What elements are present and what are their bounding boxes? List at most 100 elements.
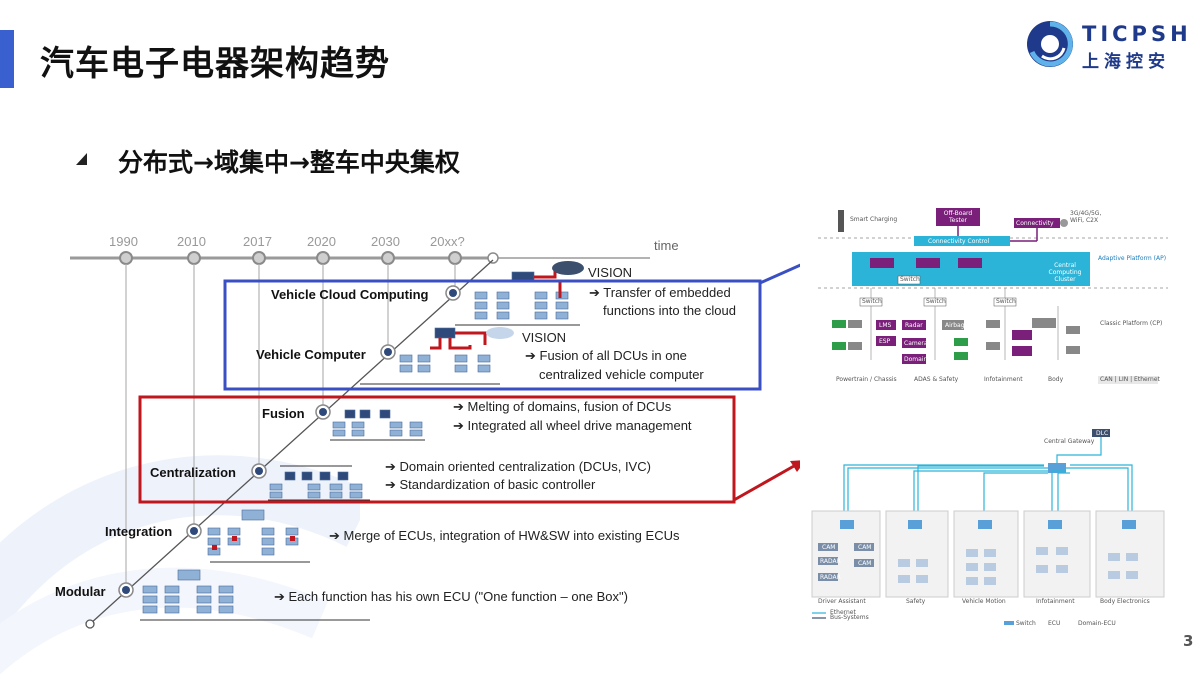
switch-label: Switch <box>996 298 1016 305</box>
page-title: 汽车电子电器架构趋势 <box>40 44 390 84</box>
stage-description: centralized vehicle computer <box>539 367 704 382</box>
stage-description: ➔ Transfer of embedded <box>589 285 731 300</box>
connectivity-control-bar <box>914 236 1010 246</box>
module-label: Airbag <box>945 322 965 329</box>
domain-label: Safety <box>906 598 926 605</box>
sensor-boxes <box>818 543 874 581</box>
antenna-icon <box>1060 219 1068 227</box>
red-arrow-line <box>733 464 795 502</box>
module-label: Radar <box>905 322 923 329</box>
bullet-triangle-icon <box>76 153 87 165</box>
switch-label: Switch <box>900 276 920 283</box>
year-label: 2030 <box>371 234 400 249</box>
vehicle-computer-red-links <box>430 331 487 350</box>
architecture-evolution-diagram <box>70 251 800 629</box>
central-cluster-label: Central Computing Cluster <box>1048 262 1082 283</box>
stage-label: Centralization <box>150 465 236 480</box>
sensor-label: CAM <box>822 544 836 551</box>
stage-label: Vehicle Computer <box>256 347 366 362</box>
domain-label: Body Electronics <box>1100 598 1150 605</box>
module-label: ESP <box>879 338 891 345</box>
sensor-label: RADAR <box>820 558 841 565</box>
blue-arrow-line <box>759 263 800 285</box>
legend-item-label: Switch <box>1016 620 1036 627</box>
vision-label: VISION <box>588 265 633 280</box>
stage-markers <box>118 285 461 598</box>
year-label: 2020 <box>307 234 336 249</box>
ecu-boxes <box>898 547 1138 585</box>
legend-item-label: ECU <box>1048 620 1061 627</box>
ecu-cluster-centralization <box>269 471 363 499</box>
stage-description: ➔ Each function has his own ECU ("One fu… <box>274 589 628 604</box>
domain-label: Infotainment <box>1036 598 1075 605</box>
charging-station-icon <box>838 210 844 232</box>
sensor-label: CAM <box>858 560 872 567</box>
ethernet-lines <box>843 437 1133 520</box>
legend-line-label: Bus-Systems <box>830 614 869 621</box>
year-label: 2010 <box>177 234 206 249</box>
off-board-tester-box <box>936 208 980 226</box>
ecu-cluster-modular <box>142 569 234 614</box>
connectivity-label: Connectivity <box>1016 220 1054 227</box>
logo-icon <box>1027 21 1073 67</box>
stage-label: Integration <box>105 524 173 539</box>
logo-text: TICPSH <box>1082 22 1192 46</box>
stage-description: ➔ Merge of ECUs, integration of HW&SW in… <box>329 528 680 543</box>
stage-description: ➔ Standardization of basic controller <box>385 477 596 492</box>
dlc-label: DLC <box>1096 430 1109 437</box>
switch-box <box>897 275 921 285</box>
time-axis-label: time <box>654 238 679 253</box>
evolution-diagonal <box>89 259 494 625</box>
smart-charging-label: Smart Charging <box>850 216 898 223</box>
ecu-cluster-vehicle-computer <box>399 327 491 373</box>
module-label: Camera <box>904 340 928 347</box>
domain-label: Body <box>1048 376 1064 383</box>
domain-label: Infotainment <box>984 376 1023 383</box>
sensor-label: RADAR <box>820 574 841 581</box>
dlc-box <box>1092 429 1110 437</box>
domain-label: Vehicle Motion <box>962 598 1006 605</box>
ecu-cluster-fusion <box>332 409 423 437</box>
connectivity-box <box>1014 218 1060 228</box>
legend-item-label: Domain-ECU <box>1078 620 1116 627</box>
domain-switches <box>840 520 1136 529</box>
domain-label: ADAS & Safety <box>914 376 959 383</box>
stage-description: functions into the cloud <box>603 303 736 318</box>
ecu-red-dots-integration <box>212 536 295 550</box>
stage-description: ➔ Fusion of all DCUs in one <box>525 348 687 363</box>
module-label: Domain <box>904 356 928 363</box>
cloud-small <box>486 327 514 339</box>
red-arrow-head <box>790 460 800 472</box>
connectivity-control-label: Connectivity Control <box>928 238 990 245</box>
cloud-dark <box>552 261 584 275</box>
vehicle-computing-box <box>223 279 762 391</box>
sensor-label: CAM <box>858 544 872 551</box>
stage-description: ➔ Melting of domains, fusion of DCUs <box>453 399 672 414</box>
gateway-switch <box>1048 463 1066 473</box>
year-label: 2017 <box>243 234 272 249</box>
domain-label: Driver Assistant <box>818 598 866 605</box>
stage-label: Fusion <box>262 406 305 421</box>
switch-label: Switch <box>862 298 882 305</box>
stage-description: ➔ Integrated all wheel drive management <box>453 418 692 433</box>
stage-description: ➔ Domain oriented centralization (DCUs, … <box>385 459 651 474</box>
central-computing-diagram <box>818 208 1168 384</box>
classic-platform-label: Classic Platform (CP) <box>1100 320 1163 327</box>
subtitle: 分布式→域集中→整车中央集权 <box>118 148 460 177</box>
module-label: LMS <box>879 322 892 329</box>
domain-label: Powertrain / Chassis <box>836 376 897 383</box>
bus-legend: CAN | LIN | Ethernet <box>1100 376 1160 383</box>
vision-label: VISION <box>522 330 567 345</box>
off-board-tester-label: Off-Board Tester <box>943 210 973 224</box>
stage-label: Vehicle Cloud Computing <box>271 287 429 302</box>
ecu-cluster-integration <box>207 509 299 556</box>
domain-centralization-box <box>138 395 736 504</box>
title-accent-bar <box>0 30 14 88</box>
logo-cn-text: 上海控安 <box>1082 52 1170 72</box>
adaptive-platform-label: Adaptive Platform (AP) <box>1098 255 1167 262</box>
central-computing-cluster <box>852 252 1090 286</box>
background-swirl <box>0 455 360 675</box>
legend-line-label: Ethernet <box>830 609 856 616</box>
connectivity-note: 3G/4G/5G, WiFi, C2X <box>1070 210 1102 224</box>
ecu-cluster-cloud <box>474 271 569 320</box>
